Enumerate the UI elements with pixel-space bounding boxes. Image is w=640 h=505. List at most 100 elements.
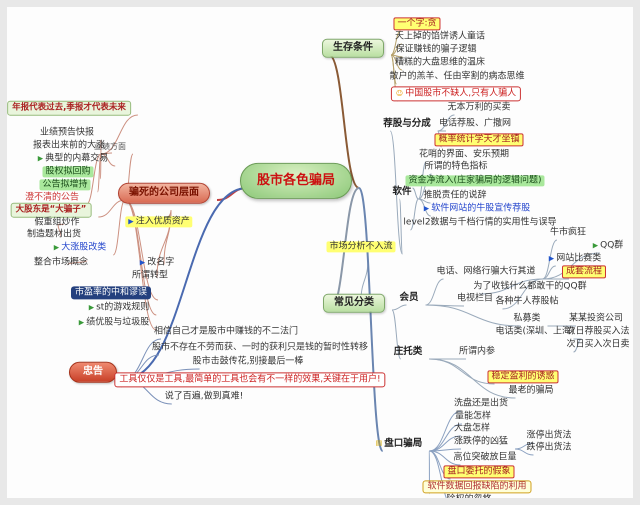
node-label: 整合市场概念 — [33, 257, 89, 268]
mindmap-node-c3a2[interactable]: ▶QQ群 — [593, 240, 624, 251]
mindmap-node-b4[interactable]: 股权拟回购 — [42, 166, 94, 178]
mindmap-node-d3[interactable]: 大盘怎样 — [454, 423, 490, 434]
mindmap-node-root[interactable]: 股市各色骗局 — [239, 162, 353, 200]
mindmap-node-cond[interactable]: 生存条件 — [322, 38, 384, 58]
mindmap-node-c4b[interactable]: 稳定盈利的诱惑 — [487, 370, 559, 384]
mindmap-node-c2a[interactable]: 花哨的界面、安乐预期 — [419, 149, 509, 160]
arrow-icon: ▶ — [37, 154, 44, 163]
node-label: 花哨的界面、安乐预期 — [418, 149, 510, 160]
mindmap-node-c3a4[interactable]: 成套流程 — [561, 265, 607, 279]
mindmap-node-cat[interactable]: 常见分类 — [323, 293, 385, 313]
mindmap-node-a2[interactable]: 天上掉的馅饼诱人童话 — [395, 31, 485, 42]
mindmap-node-b10[interactable]: ▶注入优质资产 — [125, 216, 193, 228]
mindmap-edge — [429, 450, 447, 498]
node-label: 说了百遍,做到真难! — [164, 391, 244, 402]
mindmap-node-d5[interactable]: 高位突破放巨量 — [453, 452, 516, 463]
node-label: 稳定盈利的诱惑 — [491, 371, 555, 382]
mindmap-node-a6[interactable]: ☺中国股市不缺人,只有人骗人 — [390, 86, 522, 102]
mindmap-edge — [389, 130, 403, 255]
node-label: 庄托类 — [393, 346, 423, 358]
mindmap-node-b12[interactable]: 整合市场概念 — [34, 257, 88, 268]
mindmap-node-c2f[interactable]: level2数据与千档行情的实用性与误导 — [403, 217, 556, 228]
arrow-icon: ▶ — [78, 318, 85, 327]
mindmap-node-c4a[interactable]: 所谓内参 — [459, 346, 495, 357]
mindmap-node-c1c[interactable]: 概率统计学天才坐镇 — [434, 133, 524, 147]
mindmap-node-b17[interactable]: ▶绩优股与垃圾股 — [79, 317, 149, 328]
mindmap-node-d7[interactable]: 软件数据回报缺陷的利用 — [422, 480, 532, 494]
mindmap-node-c3d[interactable]: 电话类(深圳、上海) — [495, 326, 574, 337]
mindmap-edge — [418, 173, 432, 200]
node-label: 牛市疯狂 — [549, 227, 587, 238]
mindmap-node-b11[interactable]: ▶大涨股改类 — [54, 242, 106, 253]
mindmap-node-d2[interactable]: 量能怎样 — [455, 411, 491, 422]
mindmap-node-a5[interactable]: 散户的羔羊、任由宰割的病态思维 — [389, 71, 524, 82]
mindmap-edge — [425, 278, 444, 306]
mindmap-node-c3c1[interactable]: 某某投资公司 — [569, 313, 623, 324]
mindmap-node-b1[interactable]: 业绩预告快报 — [40, 127, 94, 138]
mindmap-node-b8[interactable]: 假重组炒作 — [34, 217, 79, 228]
mindmap-node-c1a[interactable]: 无本万利的买卖 — [447, 102, 510, 113]
mindmap-node-d1[interactable]: 洗盘还是出货 — [454, 398, 508, 409]
mindmap-node-a4[interactable]: 糟糕的大盘思维的温床 — [395, 57, 485, 68]
mindmap-node-b13[interactable]: ▶改名字 — [140, 257, 174, 268]
mindmap-edge — [97, 153, 102, 193]
node-label: 所谓的特色指标 — [424, 161, 488, 172]
mindmap-node-c3a5[interactable]: 为了收钱什么都敢干的QQ群 — [473, 281, 586, 292]
mindmap-node-b15[interactable]: 市盈率的中和谬误 — [70, 286, 152, 300]
mindmap-node-b14[interactable]: 所谓转型 — [132, 270, 168, 281]
mindmap-node-b7[interactable]: 大股东是“大骗子” — [10, 202, 92, 218]
mindmap-node-b2[interactable]: 报表出来前的大涨 — [33, 140, 105, 151]
mindmap-node-b16[interactable]: ▶st的游戏规则 — [89, 302, 150, 313]
mindmap-node-c4[interactable]: 庄托类 — [394, 346, 423, 358]
mindmap-node-c3[interactable]: 会员 — [399, 292, 418, 304]
mindmap-node-c3c[interactable]: 私募类 — [513, 313, 540, 324]
mindmap-node-d4[interactable]: 涨跌停的凶猛 — [454, 436, 508, 447]
mindmap-node-c3a1[interactable]: 牛市疯狂 — [550, 227, 586, 238]
mindmap-node-c3a[interactable]: 电话、网络行骗大行其道 — [436, 266, 535, 277]
mindmap-node-c1b[interactable]: 电话荐股、广撒网 — [439, 118, 511, 129]
mindmap-node-d4b[interactable]: 跌停出货法 — [526, 442, 571, 453]
mindmap-node-e4[interactable]: 工具仅仅是工具,最简单的工具也会有不一样的效果,关键在于用户! — [114, 372, 386, 388]
mindmap-node-c2c[interactable]: 资金净流入(庄家骗局的逻辑问题) — [405, 175, 545, 187]
mindmap-node-d4a[interactable]: 涨停出货法 — [526, 430, 571, 441]
node-label: 所谓内参 — [458, 346, 496, 357]
mindmap-node-b5[interactable]: 公告拟增持 — [39, 179, 91, 191]
mindmap-node-c2b[interactable]: 所谓的特色指标 — [424, 161, 487, 172]
mindmap-node-b0[interactable]: 年报代表过去,季报才代表未来 — [7, 100, 131, 116]
mindmap-node-c3b[interactable]: 电视栏目 — [457, 293, 493, 304]
mindmap-node-b3[interactable]: ▶典型的内幕交易 — [38, 153, 108, 164]
mindmap-node-c3a3[interactable]: ▶网站比赛类 — [549, 253, 601, 264]
mindmap-edge — [123, 187, 247, 380]
mindmap-node-pan[interactable]: ▤盘口骗局 — [376, 438, 423, 450]
node-label: 散户的羔羊、任由宰割的病态思维 — [389, 71, 525, 82]
mindmap-node-c2[interactable]: 软件 — [392, 186, 411, 198]
mindmap-node-c4c[interactable]: 最老的骗局 — [508, 385, 553, 396]
mindmap-node-e1[interactable]: 相信自己才是股市中赚钱的不二法门 — [154, 326, 298, 337]
mindmap-node-d8[interactable]: 除权的忽悠 — [446, 494, 491, 498]
mindmap-node-c3a6[interactable]: 各种牛人荐股帖 — [495, 296, 558, 307]
node-label: 量能怎样 — [454, 411, 492, 422]
mindmap-node-e2[interactable]: 股市不存在不劳而获、一时的获利只是钱的暂时性转移 — [152, 342, 368, 353]
arrow-icon: ▶ — [139, 258, 146, 267]
mindmap-node-c3d1[interactable]: 次日荐股买入法 — [566, 326, 629, 337]
mindmap-node-a1[interactable]: 一个字:贪 — [393, 17, 441, 31]
mindmap-node-b0b[interactable]: 业绩方面 — [94, 142, 126, 152]
mindmap-node-e5[interactable]: 说了百遍,做到真难! — [165, 391, 243, 402]
mindmap-node-c2e[interactable]: ▶软件网站的牛股宣传荐股 — [424, 203, 530, 214]
mindmap-node-company[interactable]: 骗死的公司层面 — [118, 182, 210, 204]
mindmap-node-advice[interactable]: 忠告 — [69, 361, 117, 383]
mindmap-node-a3[interactable]: 保证赚钱的骗子逻辑 — [395, 44, 476, 55]
node-label: 为了收钱什么都敢干的QQ群 — [473, 281, 587, 292]
mindmap-node-c1[interactable]: 荐股与分成 — [383, 118, 431, 130]
mindmap-node-c0[interactable]: 市场分析不入流 — [326, 241, 396, 253]
node-label: 相信自己才是股市中赚钱的不二法门 — [153, 326, 299, 337]
mindmap-node-c2d[interactable]: 推脱责任的说辞 — [423, 190, 486, 201]
mindmap-node-d6[interactable]: 盘口委托的假象 — [443, 465, 515, 479]
node-label: 股市各色骗局 — [256, 172, 336, 188]
mindmap-node-b9[interactable]: 制造题材出货 — [27, 229, 81, 240]
mindmap-edge — [418, 198, 431, 217]
mindmap-node-c3d2[interactable]: 次日买入次日卖 — [566, 339, 629, 350]
mindmap-node-e3[interactable]: 股市击鼓传花,别接最后一棒 — [193, 356, 304, 367]
mindmap-node-b6[interactable]: 澄不清的公告 — [25, 192, 79, 203]
